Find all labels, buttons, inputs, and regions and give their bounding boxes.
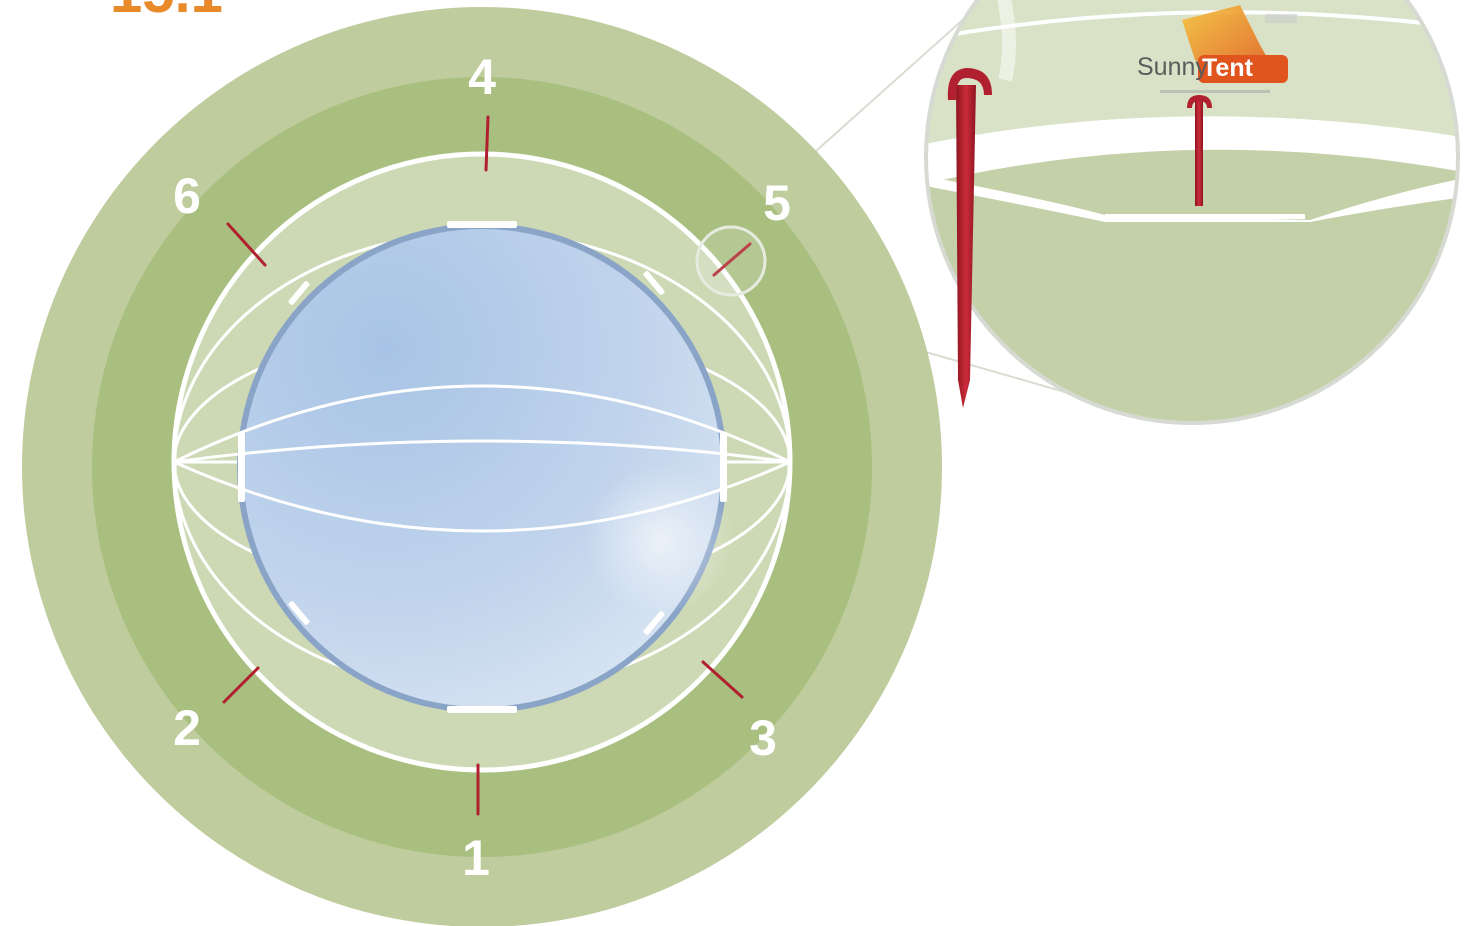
peg-2-stake-icon (222, 666, 260, 704)
peg-label-1: 1 (462, 830, 490, 886)
tent-body (243, 229, 721, 707)
tent-rim-clips (238, 221, 727, 713)
peg-label-2: 2 (173, 700, 201, 756)
magnifier-target-circle (695, 225, 767, 297)
magnifier-detail: Sunny Tent (924, 0, 1460, 425)
peg-label-3: 3 (749, 710, 777, 766)
magnified-small-peg-icon (1187, 95, 1212, 206)
peg-3-stake-icon (701, 660, 744, 699)
peg-5-stake-icon (712, 242, 752, 277)
peg-label-4: 4 (468, 49, 496, 105)
large-tent-stake-icon (947, 68, 992, 408)
sunny-tent-logo: Sunny Tent (1137, 5, 1297, 93)
tent-glare (585, 465, 735, 615)
peg-4-stake-icon (484, 115, 490, 172)
magnifier-border (924, 0, 1460, 425)
tent-pole-lines (173, 384, 791, 533)
peg-label-6: 6 (173, 168, 201, 224)
peg-6-stake-icon (226, 222, 267, 267)
brand-name-tent: Tent (1202, 54, 1254, 82)
brand-name-sunny: Sunny (1137, 53, 1208, 81)
peg-label-5: 5 (763, 175, 791, 231)
page-title: 15.1 (110, 0, 223, 25)
